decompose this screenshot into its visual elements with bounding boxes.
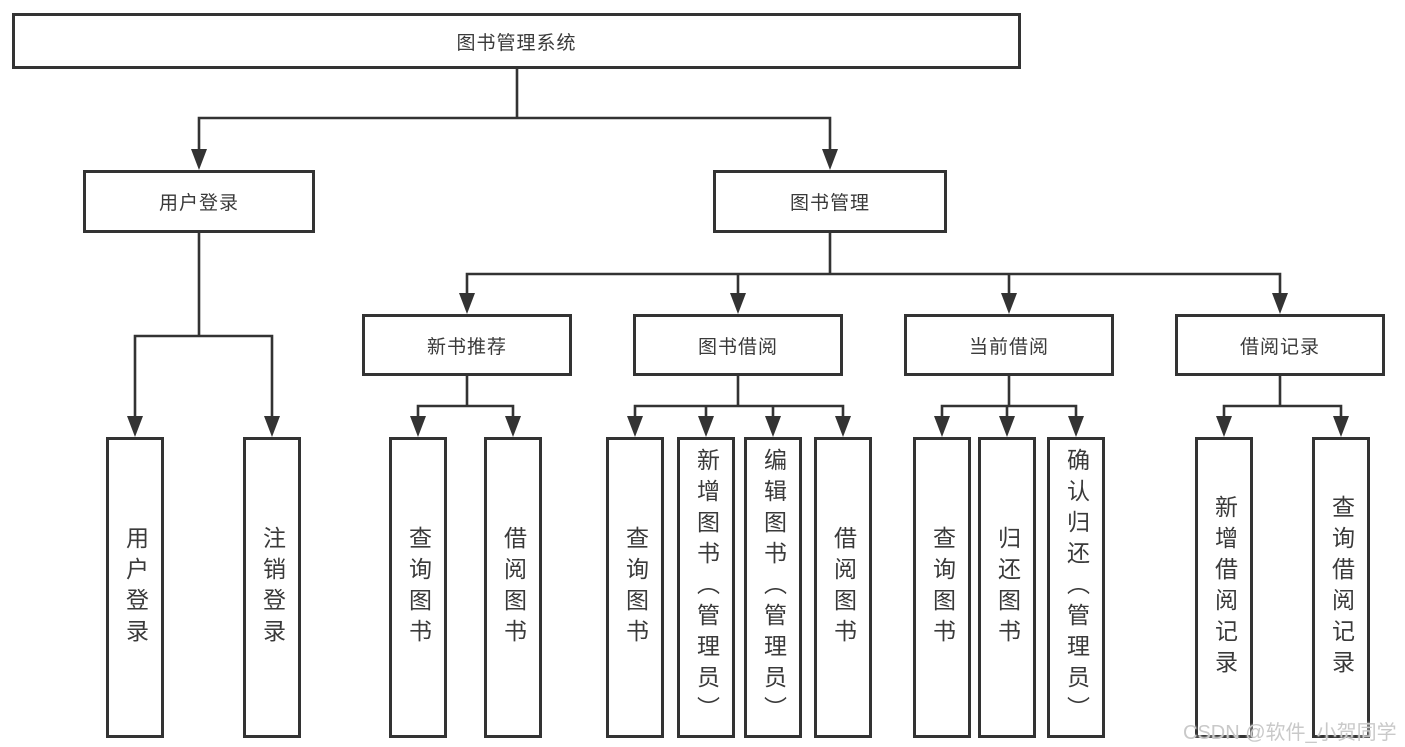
leaf-confirm-return-admin: 确认归还（管理员） xyxy=(1047,437,1105,738)
leaf-query-books-borrowing: 查询图书 xyxy=(606,437,664,738)
csdn-watermark: CSDN @软件_小贺同学 xyxy=(1183,722,1397,744)
leaf-query-books-recommend: 查询图书 xyxy=(389,437,447,738)
leaf-query-books-current: 查询图书 xyxy=(913,437,971,738)
leaf-add-books-admin: 新增图书（管理员） xyxy=(677,437,735,738)
leaf-user-login: 用户登录 xyxy=(106,437,164,738)
leaf-borrow-books-recommend: 借阅图书 xyxy=(484,437,542,738)
node-book-management: 图书管理 xyxy=(713,170,947,233)
node-borrowing-records: 借阅记录 xyxy=(1175,314,1385,376)
node-root: 图书管理系统 xyxy=(12,13,1021,69)
leaf-query-borrow-record: 查询借阅记录 xyxy=(1312,437,1370,738)
leaf-logout: 注销登录 xyxy=(243,437,301,738)
leaf-return-books: 归还图书 xyxy=(978,437,1036,738)
leaf-edit-books-admin: 编辑图书（管理员） xyxy=(744,437,802,738)
node-book-borrowing: 图书借阅 xyxy=(633,314,843,376)
leaf-borrow-books-borrowing: 借阅图书 xyxy=(814,437,872,738)
node-new-book-recommend: 新书推荐 xyxy=(362,314,572,376)
leaf-add-borrow-record: 新增借阅记录 xyxy=(1195,437,1253,738)
node-user-login: 用户登录 xyxy=(83,170,315,233)
node-current-borrowing: 当前借阅 xyxy=(904,314,1114,376)
